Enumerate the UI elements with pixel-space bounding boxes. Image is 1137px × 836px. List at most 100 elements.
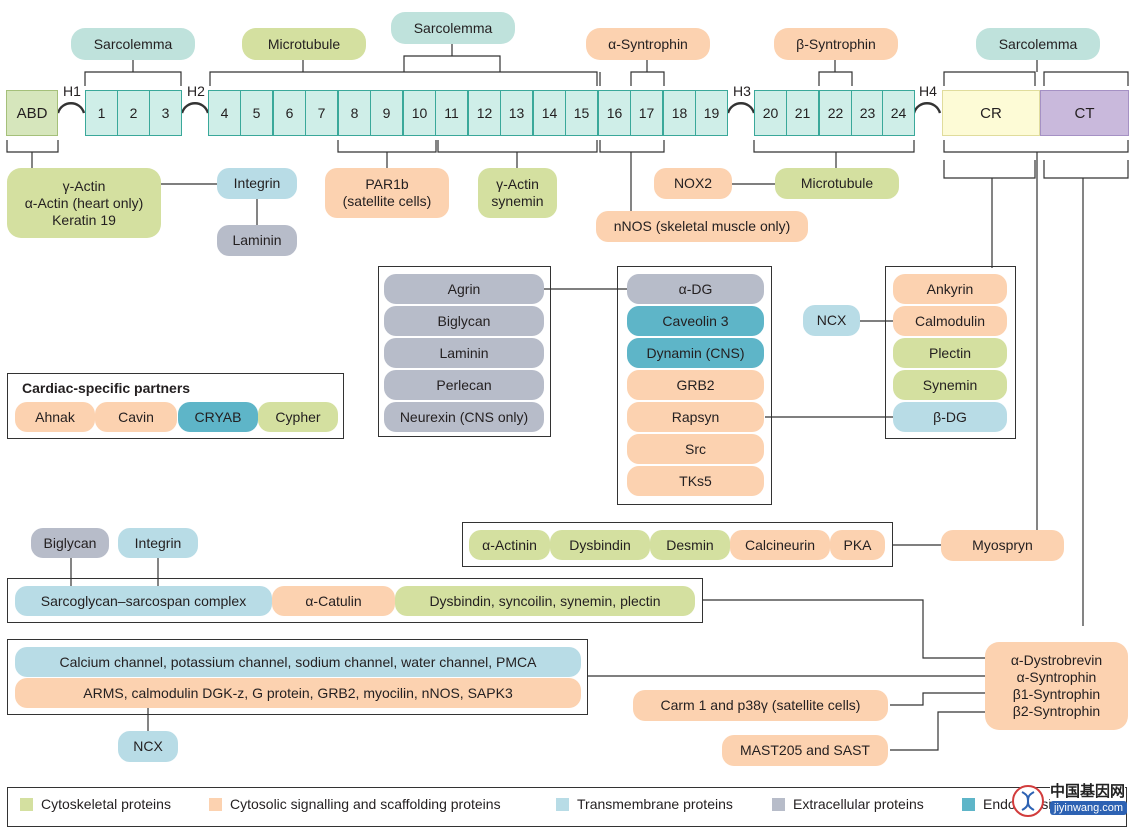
spectrin-repeat: 14 [533, 90, 566, 136]
spectrin-repeat: 2 [117, 90, 150, 136]
sarcoglycan-complex-node: Sarcoglycan–sarcospan complex [15, 586, 272, 616]
beta-dg-node: β-DG [893, 402, 1007, 432]
spectrin-repeat: 20 [754, 90, 787, 136]
abd-domain: ABD [6, 90, 58, 136]
legend-swatch [556, 797, 569, 811]
mast205-node: MAST205 and SAST [722, 735, 888, 766]
ncx-node: NCX [118, 731, 178, 762]
partner-text: β2-Syntrophin [1012, 703, 1101, 719]
sarcoglycan-box [7, 578, 703, 623]
partner-text: γ-Actin [62, 177, 106, 194]
myospryn-node: Myospryn [941, 530, 1064, 561]
legend-swatch [209, 797, 222, 811]
spectrin-repeat: 15 [565, 90, 598, 136]
nnos-node: nNOS (skeletal muscle only) [596, 211, 808, 242]
legend-item: Cytoskeletal proteins [20, 796, 171, 812]
partner-text: Keratin 19 [52, 211, 116, 228]
ct-partners-box [462, 522, 893, 567]
tks5-node: TKs5 [627, 466, 764, 496]
cypher-node: Cypher [258, 402, 338, 432]
biglycan-node: Biglycan [384, 306, 544, 336]
channel-signalling-box [7, 639, 588, 715]
spectrin-repeat: 11 [435, 90, 468, 136]
watermark: 中国基因网 jiyinwang.com [1010, 777, 1130, 823]
hinge-label: H3 [733, 83, 751, 99]
legend-item: Cytosolic signalling and scaffolding pro… [209, 796, 501, 812]
spectrin-repeat: 3 [149, 90, 182, 136]
carm1-node: Carm 1 and p38γ (satellite cells) [633, 690, 888, 721]
hinge-label: H1 [63, 83, 81, 99]
rapsyn-node: Rapsyn [627, 402, 764, 432]
spectrin-repeat: 17 [630, 90, 663, 136]
cavin-node: Cavin [95, 402, 177, 432]
channels-node: Calcium channel, potassium channel, sodi… [15, 647, 581, 677]
extracellular-partners-box [378, 266, 551, 437]
desmin-node: Desmin [650, 530, 730, 560]
microtubule-label: Microtubule [242, 28, 366, 60]
sarcolemma-label: Sarcolemma [391, 12, 515, 44]
ankyrin-node: Ankyrin [893, 274, 1007, 304]
alpha-actinin-node: α-Actinin [469, 530, 550, 560]
sarcolemma-label: Sarcolemma [976, 28, 1100, 60]
spectrin-repeat: 6 [273, 90, 306, 136]
hinge-label: H2 [187, 83, 205, 99]
legend-swatch [772, 797, 785, 811]
signalling-node: ARMS, calmodulin DGK-z, G protein, GRB2,… [15, 678, 581, 708]
sarcolemma-label: Sarcolemma [71, 28, 195, 60]
ahnak-node: Ahnak [15, 402, 95, 432]
partner-text: (satellite cells) [342, 193, 432, 209]
hinge-label: H4 [919, 83, 937, 99]
cardiac-partners-title: Cardiac-specific partners [22, 380, 191, 396]
legend-item: Extracellular proteins [772, 796, 924, 812]
alpha-catulin-node: α-Catulin [272, 586, 395, 616]
partner-text: PAR1b [365, 176, 409, 192]
spectrin-repeat: 5 [240, 90, 273, 136]
spectrin-repeat: 24 [882, 90, 915, 136]
spectrin-repeat: 4 [208, 90, 241, 136]
dysbindin-syncoilin-node: Dysbindin, syncoilin, synemin, plectin [395, 586, 695, 616]
par1b-node: PAR1b (satellite cells) [325, 168, 449, 218]
dysbindin-node: Dysbindin [550, 530, 650, 560]
spectrin-repeat: 23 [851, 90, 884, 136]
dg-partners-box [617, 266, 772, 505]
legend-label: Cytoskeletal proteins [41, 796, 171, 812]
legend-item: Transmembrane proteins [556, 796, 733, 812]
src-node: Src [627, 434, 764, 464]
dna-logo-icon [1012, 785, 1044, 817]
plectin-node: Plectin [893, 338, 1007, 368]
gamma-actin-synemin-node: γ-Actin synemin [478, 168, 557, 218]
partner-text: α-Syntrophin [1016, 669, 1097, 685]
watermark-cn: 中国基因网 [1050, 780, 1126, 801]
alpha-syntrophin-label: α-Syntrophin [586, 28, 710, 60]
spectrin-repeat: 16 [598, 90, 631, 136]
cardiac-partners-box [7, 373, 344, 439]
spectrin-repeat: 18 [663, 90, 696, 136]
grb2-node: GRB2 [627, 370, 764, 400]
ncx-node: NCX [803, 305, 860, 336]
caveolin-3-node: Caveolin 3 [627, 306, 764, 336]
legend-label: Extracellular proteins [793, 796, 924, 812]
cryab-node: CRYAB [178, 402, 258, 432]
spectrin-repeat: 7 [305, 90, 338, 136]
spectrin-repeat: 22 [819, 90, 852, 136]
alpha-dg-node: α-DG [627, 274, 764, 304]
spectrin-repeat: 1 [85, 90, 118, 136]
spectrin-repeat: 21 [786, 90, 819, 136]
perlecan-node: Perlecan [384, 370, 544, 400]
laminin-node: Laminin [384, 338, 544, 368]
spectrin-repeat: 19 [695, 90, 728, 136]
microtubule-node: Microtubule [775, 168, 899, 199]
partner-text: β1-Syntrophin [1012, 686, 1101, 702]
watermark-url: jiyinwang.com [1050, 801, 1128, 815]
cr-partners-box [885, 266, 1016, 439]
partner-text: γ-Actin [496, 176, 539, 192]
partner-text: synemin [491, 193, 544, 209]
partner-text: α-Actin (heart only) [24, 194, 144, 211]
legend-swatch [20, 797, 33, 811]
spectrin-repeat: 10 [403, 90, 436, 136]
spectrin-repeat: 13 [500, 90, 533, 136]
pka-node: PKA [830, 530, 885, 560]
legend-swatch [962, 797, 975, 811]
beta-syntrophin-label: β-Syntrophin [774, 28, 898, 60]
integrin-node: Integrin [217, 168, 297, 199]
